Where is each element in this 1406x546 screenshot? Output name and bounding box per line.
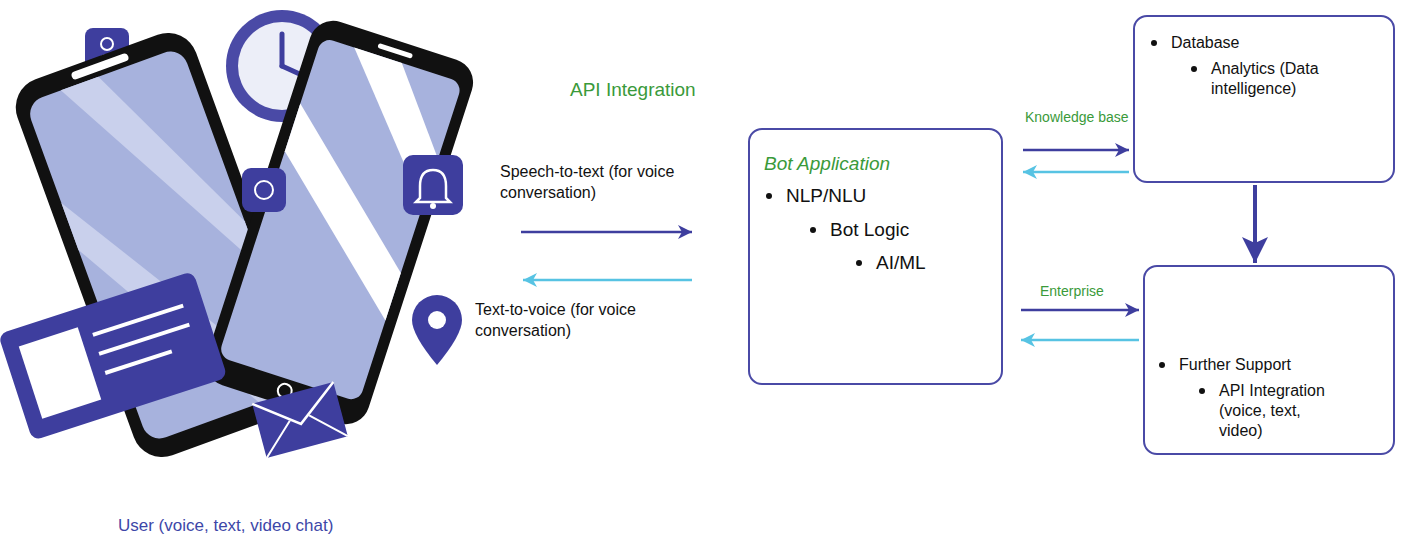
database-box: DatabaseAnalytics (Data intelligence): [1133, 15, 1395, 183]
further-support-box: Further SupportAPI Integration (voice, t…: [1143, 265, 1395, 455]
bell-icon: [403, 155, 463, 215]
section-heading: API Integration: [570, 78, 696, 103]
bell-icon-part: [430, 203, 436, 209]
bullet-text: Analytics (Data intelligence): [1211, 59, 1323, 99]
arrow-connector: [1023, 149, 1129, 152]
bullet-text: Bot Logic: [830, 218, 909, 242]
text-row: Bot Logic: [810, 218, 989, 242]
arrow-connector: [521, 231, 692, 234]
card-icon-part: [19, 327, 101, 418]
bullet-text: API Integration (voice, text, video): [1219, 381, 1341, 441]
front-phone: [200, 15, 480, 431]
envelope-icon-part: [252, 382, 341, 435]
bell-icon-part: [416, 170, 450, 202]
circle-icon-part: [242, 168, 286, 212]
edge-label: Knowledge base: [1025, 108, 1129, 126]
bullet-text: Further Support: [1179, 355, 1291, 375]
circle-icon-part: [255, 181, 273, 199]
arrow-connector: [1021, 309, 1139, 312]
bullet-dot: [810, 227, 816, 233]
edge-label: Enterprise: [1040, 282, 1104, 300]
text-row: AI/ML: [856, 251, 989, 275]
text-row: API Integration (voice, text, video): [1199, 381, 1381, 441]
bullet-text: Database: [1171, 33, 1240, 53]
bullet-dot: [1151, 40, 1157, 46]
envelope-icon-part: [259, 407, 348, 458]
bullet-dot: [766, 193, 772, 199]
card-icon-part: [0, 271, 228, 441]
arrow-connector: [1253, 185, 1257, 263]
card-icon-part: [99, 325, 189, 354]
user-group: User (voice, text, video chat): [10, 8, 515, 538]
clock-icon-part: [280, 34, 285, 66]
edge-label: Text-to-voice (for voice conversation): [475, 300, 675, 342]
front-phone-part: [377, 43, 413, 59]
back-phone-part: [61, 47, 262, 313]
card-icon: [0, 271, 228, 441]
bullet-dot: [1191, 66, 1197, 72]
arrow-connector: [1023, 171, 1129, 174]
text-row: Bot Application: [764, 152, 989, 176]
bullet-dot: [856, 260, 862, 266]
front-phone-part: [218, 37, 463, 402]
text-row: Analytics (Data intelligence): [1191, 59, 1381, 99]
bullet-dot: [1199, 388, 1205, 394]
envelope-icon-part: [252, 382, 348, 458]
bell-icon-part: [403, 155, 463, 215]
node-title: User (voice, text, video chat): [118, 515, 333, 536]
back-phone-part: [70, 52, 129, 80]
bot-application-box: Bot ApplicationNLP/NLU Bot LogicAI/ML: [748, 128, 1003, 385]
front-phone-part: [200, 15, 480, 431]
location-pin-part: [412, 295, 462, 365]
envelope-icon: [252, 382, 348, 458]
text-row: Further Support: [1159, 355, 1381, 375]
arrow-connector: [523, 279, 692, 282]
location-pin: [412, 295, 462, 365]
circle-icon: [242, 168, 286, 212]
text-row: Database: [1151, 33, 1381, 53]
text-row: User (voice, text, video chat): [118, 515, 515, 536]
edge-label: Speech-to-text (for voice conversation): [500, 162, 700, 204]
text-row: NLP/NLU: [766, 184, 989, 208]
arrow-connector: [1021, 339, 1139, 342]
location-pin-part: [428, 311, 446, 329]
node-title: Bot Application: [764, 152, 890, 176]
person-icon-part: [101, 38, 113, 50]
bullet-dot: [1159, 362, 1165, 368]
card-icon-part: [105, 351, 172, 373]
bullet-text: NLP/NLU: [786, 184, 866, 208]
bullet-text: AI/ML: [876, 251, 926, 275]
